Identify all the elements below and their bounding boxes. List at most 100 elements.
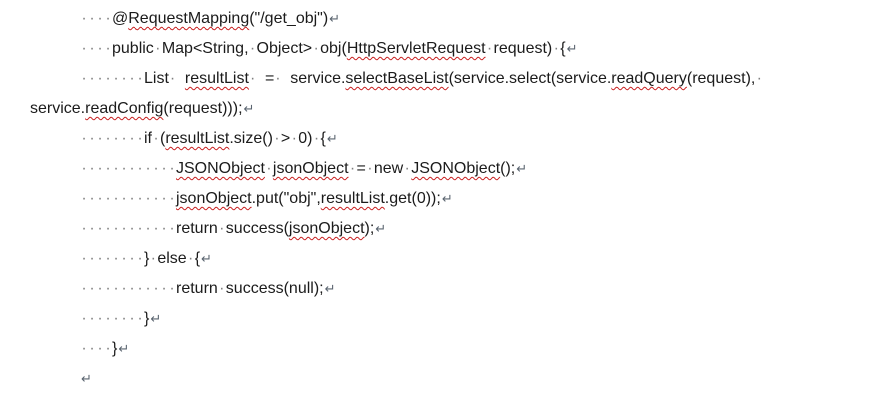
code-line[interactable]: ········}↵ [30,304,891,334]
space-dot-mark: · [137,220,143,237]
space-dot-mark: · [153,220,159,237]
space-dot-mark: · [113,250,119,267]
space-dot-mark: · [105,160,111,177]
code-line[interactable]: ········if·(resultList.size()·>·0)·{↵ [30,124,891,154]
code-line[interactable]: ········}·else·{↵ [30,244,891,274]
line-break-mark: ↵ [81,371,92,386]
space-dot-mark: · [81,160,87,177]
space-dot-mark: · [161,190,167,207]
code-line[interactable]: ········List·resultList·=·service.select… [30,64,891,94]
line-break-mark: ↵ [150,311,162,326]
space-dot-mark: · [113,220,119,237]
code-line-wrapped[interactable]: service.readConfig(request)));↵ [30,94,891,124]
code-text: ( [160,130,166,147]
space-dot-mark: · [97,280,103,297]
space-dot-mark: · [129,280,135,297]
code-text: Map<String, [161,40,249,57]
code-line[interactable]: ············return·success(null);↵ [30,274,891,304]
line-break-mark: ↵ [329,11,341,26]
space-dot-mark: · [169,160,175,177]
space-dot-mark: · [105,40,111,57]
space-dot-mark: · [113,160,119,177]
code-text: (request))); [163,100,243,117]
code-text: .size() [229,130,273,147]
space-dot-mark: · [105,220,111,237]
code-text: .get(0)); [384,190,441,207]
code-text: obj( [320,40,347,57]
space-dot-mark: · [97,190,103,207]
space-dot-mark: · [113,190,119,207]
code-text: List [144,70,169,87]
space-dot-mark: · [121,190,127,207]
line-break-mark: ↵ [566,41,578,56]
space-dot-mark: · [249,40,256,57]
code-line[interactable]: ············JSONObject·jsonObject·=·new·… [30,154,891,184]
space-dot-mark: · [97,130,103,147]
space-dot-mark: · [81,340,87,357]
space-dot-mark: · [274,130,280,147]
code-text: new [373,160,404,177]
space-dot-mark: · [129,70,135,87]
code-text: return [176,220,218,237]
code-text: } [144,250,150,267]
space-dot-mark: · [81,250,87,267]
space-dot-mark: · [150,250,156,267]
space-dot-mark: · [89,250,95,267]
space-dot-mark: · [81,190,87,207]
space-dot-mark: · [756,70,762,87]
space-dot-mark: · [137,310,143,327]
code-text: ); [364,220,375,237]
code-text: Object> [256,40,313,57]
space-dot-mark: · [129,310,135,327]
space-dot-mark: · [137,190,143,207]
space-dot-mark: · [105,10,111,27]
space-dot-mark: · [553,40,559,57]
line-break-mark: ↵ [375,221,387,236]
code-text: } [144,310,150,327]
space-dot-mark: · [105,340,111,357]
space-dot-mark: · [81,10,87,27]
code-line[interactable]: ↵ [30,364,891,394]
space-dot-mark: · [313,130,320,147]
space-dot-mark: · [81,130,87,147]
space-dot-mark: · [145,160,151,177]
space-dot-mark: · [89,190,95,207]
space-dot-mark: · [153,160,159,177]
line-break-mark: ↵ [516,161,528,176]
space-dot-mark: · [219,220,225,237]
space-dot-mark: · [169,280,175,297]
space-dot-mark: · [137,70,143,87]
line-break-mark: ↵ [441,191,453,206]
code-line[interactable]: ····}↵ [30,334,891,364]
space-dot-mark: · [153,130,159,147]
code-line[interactable]: ············jsonObject.put("obj",resultL… [30,184,891,214]
space-dot-mark: · [105,250,111,267]
space-dot-mark: · [105,190,111,207]
misspelled-word: resultList [165,130,230,147]
space-dot-mark: · [367,160,373,177]
misspelled-word: jsonObject [176,190,252,207]
space-dot-mark: · [105,310,111,327]
space-dot-mark: · [161,220,167,237]
code-line[interactable]: ············return·success(jsonObject);↵ [30,214,891,244]
space-dot-mark: · [169,190,175,207]
code-text: service. [30,100,86,117]
code-line[interactable]: ····@RequestMapping("/get_obj")↵ [30,4,891,34]
code-text: service. [290,70,346,87]
code-line[interactable]: ····public·Map<String,·Object>·obj(HttpS… [30,34,891,64]
code-text: return [176,280,218,297]
space-dot-mark: · [169,70,176,87]
space-dot-mark: · [291,130,297,147]
space-dot-mark: · [97,40,103,57]
code-text: public [112,40,154,57]
space-dot-mark: · [404,160,410,177]
code-text: success( [225,220,289,237]
space-dot-mark: · [89,10,95,27]
space-dot-mark: · [145,280,151,297]
space-dot-mark: · [81,280,87,297]
space-dot-mark: · [169,220,175,237]
space-dot-mark: · [113,130,119,147]
misspelled-word: RequestMapping [128,10,250,27]
space-dot-mark: · [145,190,151,207]
